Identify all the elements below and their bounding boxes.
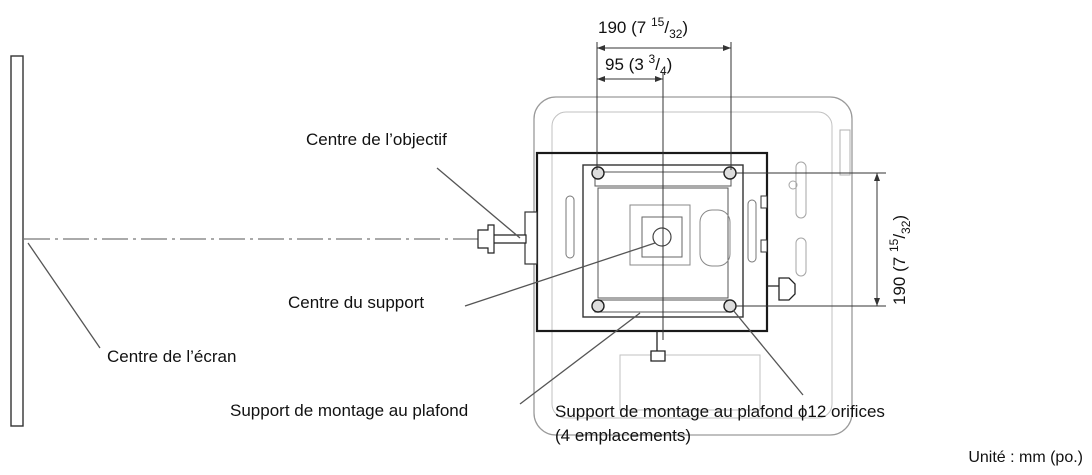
- right-knob: [767, 277, 796, 301]
- mounting-hole: [723, 166, 737, 180]
- projector-screw: [788, 180, 798, 190]
- leader-lens-center: [436, 167, 521, 239]
- label-lens-center: Centre de l’objectif: [306, 130, 447, 149]
- label-mount-center: Centre du support: [288, 293, 424, 312]
- dim-width-arrow-right: [723, 45, 731, 51]
- label-screen-center: Centre de l’écran: [107, 347, 236, 366]
- dim-half-arrow-left: [597, 76, 605, 82]
- projector-side-tab: [839, 129, 851, 176]
- plate-slot-right: [747, 199, 757, 263]
- leader-screen-center: [27, 242, 101, 349]
- projector-bottom-detail: [619, 354, 761, 411]
- left-knob: [477, 224, 527, 254]
- projector-vent: [795, 237, 807, 277]
- leader-mount-center: [464, 242, 656, 307]
- label-mount-holes: Support de montage au plafond ϕ12 orific…: [555, 402, 885, 421]
- plate-oval-window: [699, 209, 731, 267]
- center-hub-circle: [652, 227, 672, 247]
- screen-panel: [10, 55, 24, 427]
- dim-height-text: 190 (7 15/32): [887, 215, 913, 305]
- dim-width-text: 190 (7 15/32): [598, 15, 688, 41]
- bottom-knob: [650, 331, 666, 362]
- center-hub-outer: [629, 204, 691, 266]
- mounting-hole: [723, 299, 737, 313]
- dim-half-text: 95 (3 3/4): [605, 52, 672, 78]
- unit-label: Unité : mm (po.): [968, 449, 1083, 466]
- leader-mount-holes: [732, 309, 804, 396]
- plate-slot-left: [565, 195, 575, 259]
- dim-height-arrow-bottom: [874, 298, 880, 306]
- mounting-hole: [591, 166, 605, 180]
- leader-ceiling-bracket: [519, 312, 641, 405]
- right-side-part: [760, 195, 768, 209]
- projector-vent: [795, 161, 807, 219]
- dim-height-arrow-top: [874, 173, 880, 181]
- mounting-hole: [591, 299, 605, 313]
- dim-width-arrow-left: [597, 45, 605, 51]
- label-ceiling-bracket: Support de montage au plafond: [230, 401, 468, 420]
- center-hub-inner: [641, 216, 683, 258]
- projector-body-inner: [551, 111, 833, 419]
- bracket-left-clip: [524, 211, 538, 265]
- dim-half-arrow-right: [655, 76, 663, 82]
- label-mount-holes-count: (4 emplacements): [555, 426, 691, 445]
- right-side-part: [760, 239, 768, 253]
